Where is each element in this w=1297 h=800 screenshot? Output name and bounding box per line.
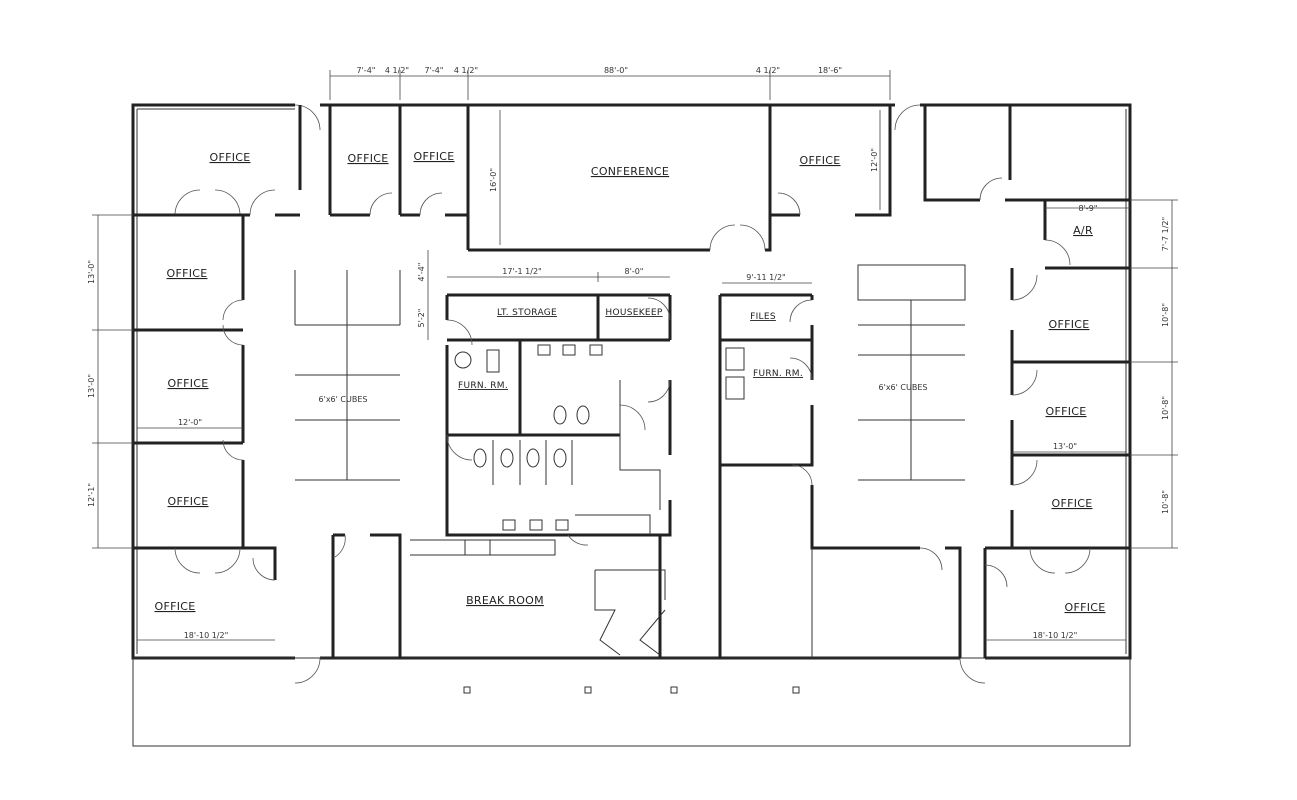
label-furn-rm-right: FURN. RM.	[753, 369, 803, 379]
label-office-top-left: OFFICE	[210, 151, 251, 164]
label-office-bottom-left: OFFICE	[155, 600, 196, 613]
room-labels: OFFICE OFFICE OFFICE CONFERENCE OFFICE A…	[155, 150, 1106, 614]
dim-office-top-right-depth: 12'-0"	[870, 148, 879, 172]
dim-top-5: 4 1/2"	[756, 66, 780, 75]
label-break-room: BREAK ROOM	[466, 594, 544, 607]
dim-core-top-offset: 4'-4"	[417, 263, 426, 282]
dim-right-0: 7'-7 1/2"	[1161, 217, 1170, 251]
label-conference: CONFERENCE	[591, 165, 669, 178]
dim-right-office-width: 13'-0"	[1053, 442, 1077, 451]
interior-walls	[131, 105, 1130, 658]
label-office-right-3: OFFICE	[1052, 497, 1093, 510]
label-office-small-1: OFFICE	[348, 152, 389, 165]
label-office-bottom-right: OFFICE	[1065, 601, 1106, 614]
label-office-small-2: OFFICE	[414, 150, 455, 163]
label-ar: A/R	[1073, 224, 1093, 237]
dim-right-2: 10'-8"	[1161, 396, 1170, 420]
dim-top-0: 7'-4"	[357, 66, 376, 75]
label-office-left-3: OFFICE	[168, 495, 209, 508]
dim-bottom-left-office-width: 18'-10 1/2"	[184, 631, 229, 640]
dim-conference-depth: 16'-0"	[489, 168, 498, 192]
dim-files-width: 9'-11 1/2"	[746, 273, 785, 282]
dim-top-6: 18'-6"	[818, 66, 842, 75]
dim-left-office-width: 12'-0"	[178, 418, 202, 427]
dimension-lines	[92, 70, 1178, 641]
dim-top-3: 4 1/2"	[454, 66, 478, 75]
dim-top-2: 7'-4"	[425, 66, 444, 75]
dimension-labels: 7'-4" 4 1/2" 7'-4" 4 1/2" 88'-0" 4 1/2" …	[87, 66, 1170, 640]
dim-bottom-right-office-width: 18'-10 1/2"	[1033, 631, 1078, 640]
label-housekeep: HOUSEKEEP	[605, 308, 663, 318]
dim-left-2: 12'-1"	[87, 483, 96, 507]
cubes-right	[857, 264, 966, 481]
exterior-walls	[131, 103, 1132, 747]
label-office-right-2: OFFICE	[1046, 405, 1087, 418]
label-cubes-left: 6'x6' CUBES	[319, 395, 368, 404]
toilets	[454, 344, 651, 535]
label-office-right-1: OFFICE	[1049, 318, 1090, 331]
dim-top-1: 4 1/2"	[385, 66, 409, 75]
label-furn-rm-left: FURN. RM.	[458, 381, 508, 391]
columns	[463, 686, 800, 694]
dim-lt-storage-width: 17'-1 1/2"	[502, 267, 541, 276]
cubes-left	[294, 270, 401, 481]
label-cubes-right: 6'x6' CUBES	[879, 383, 928, 392]
dim-housekeep-width: 8'-0"	[625, 267, 644, 276]
dim-left-1: 13'-0"	[87, 374, 96, 398]
dim-ar-width: 8'-9"	[1079, 204, 1098, 213]
dim-right-1: 10'-8"	[1161, 303, 1170, 327]
label-files: FILES	[750, 312, 776, 322]
label-office-left-1: OFFICE	[167, 267, 208, 280]
dim-left-0: 13'-0"	[87, 260, 96, 284]
dim-top-4: 88'-0"	[604, 66, 628, 75]
label-office-top-right: OFFICE	[800, 154, 841, 167]
label-lt-storage: LT. STORAGE	[497, 308, 557, 318]
dim-right-3: 10'-8"	[1161, 490, 1170, 514]
dim-core-storage-depth: 5'-2"	[417, 309, 426, 328]
canopy	[132, 657, 1131, 747]
label-office-left-2: OFFICE	[168, 377, 209, 390]
